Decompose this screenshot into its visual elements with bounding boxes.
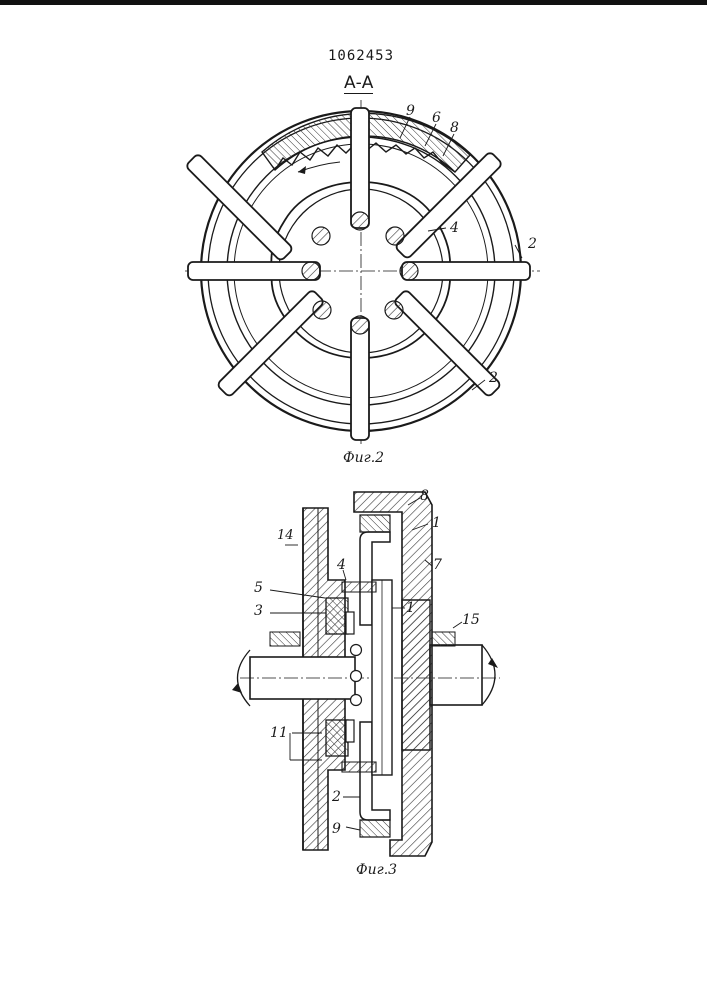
ring-gear-bottom [360,820,390,837]
rotation-arrowhead [298,166,306,174]
bearing-support-right [432,632,455,646]
fig2-label-8: 8 [450,120,459,136]
shaft-rotation-arrow-right [482,645,495,705]
hub-ring-4 [342,582,376,592]
rod-bottom [351,318,369,440]
output-shaft-right [430,645,482,705]
hub-balls [351,645,362,706]
figure-3-caption: Фиг.3 [356,862,397,878]
figure-2-caption: Фиг.2 [343,450,384,466]
fig3-label-1-mid: 1 [406,600,415,616]
figure-3-drawing: 8 1 14 7 4 5 3 1 15 11 2 9 [232,488,500,856]
fig2-label-4: 4 [449,220,459,236]
fig3-label-5: 5 [254,580,263,596]
fig3-label-9: 9 [332,821,341,837]
right-arrowhead [488,658,498,668]
fig3-label-11: 11 [270,725,288,741]
hub-ring-lower [342,762,376,772]
left-arrowhead [232,683,242,693]
driven-disk-hub [402,600,430,750]
bearing-support-left [270,632,300,646]
rod-bottom-right [393,289,501,397]
bearing-upper [326,598,348,634]
bearing-lower [326,720,348,756]
fig3-label-3: 3 [254,603,263,619]
fig3-label-7: 7 [433,557,442,573]
fig3-label-2: 2 [331,789,341,805]
rod-right [402,262,530,280]
rod-top [351,108,369,228]
fig2-label-9: 9 [406,103,415,119]
figure-2-drawing: 9 6 8 4 2 2 [185,100,540,445]
fig3-label-4: 4 [336,557,346,573]
fig3-label-8: 8 [420,488,429,504]
fig2-label-6: 6 [432,110,441,126]
ring-gear-top [360,515,390,532]
fig3-label-1-top: 1 [432,515,441,531]
fig3-label-14: 14 [277,528,294,543]
rod-left [188,262,320,280]
rod-top-left [185,153,293,261]
fig3-label-15: 15 [462,612,480,628]
fig2-label-2-right: 2 [527,236,537,252]
fig2-label-2-bottom: 2 [488,370,498,386]
